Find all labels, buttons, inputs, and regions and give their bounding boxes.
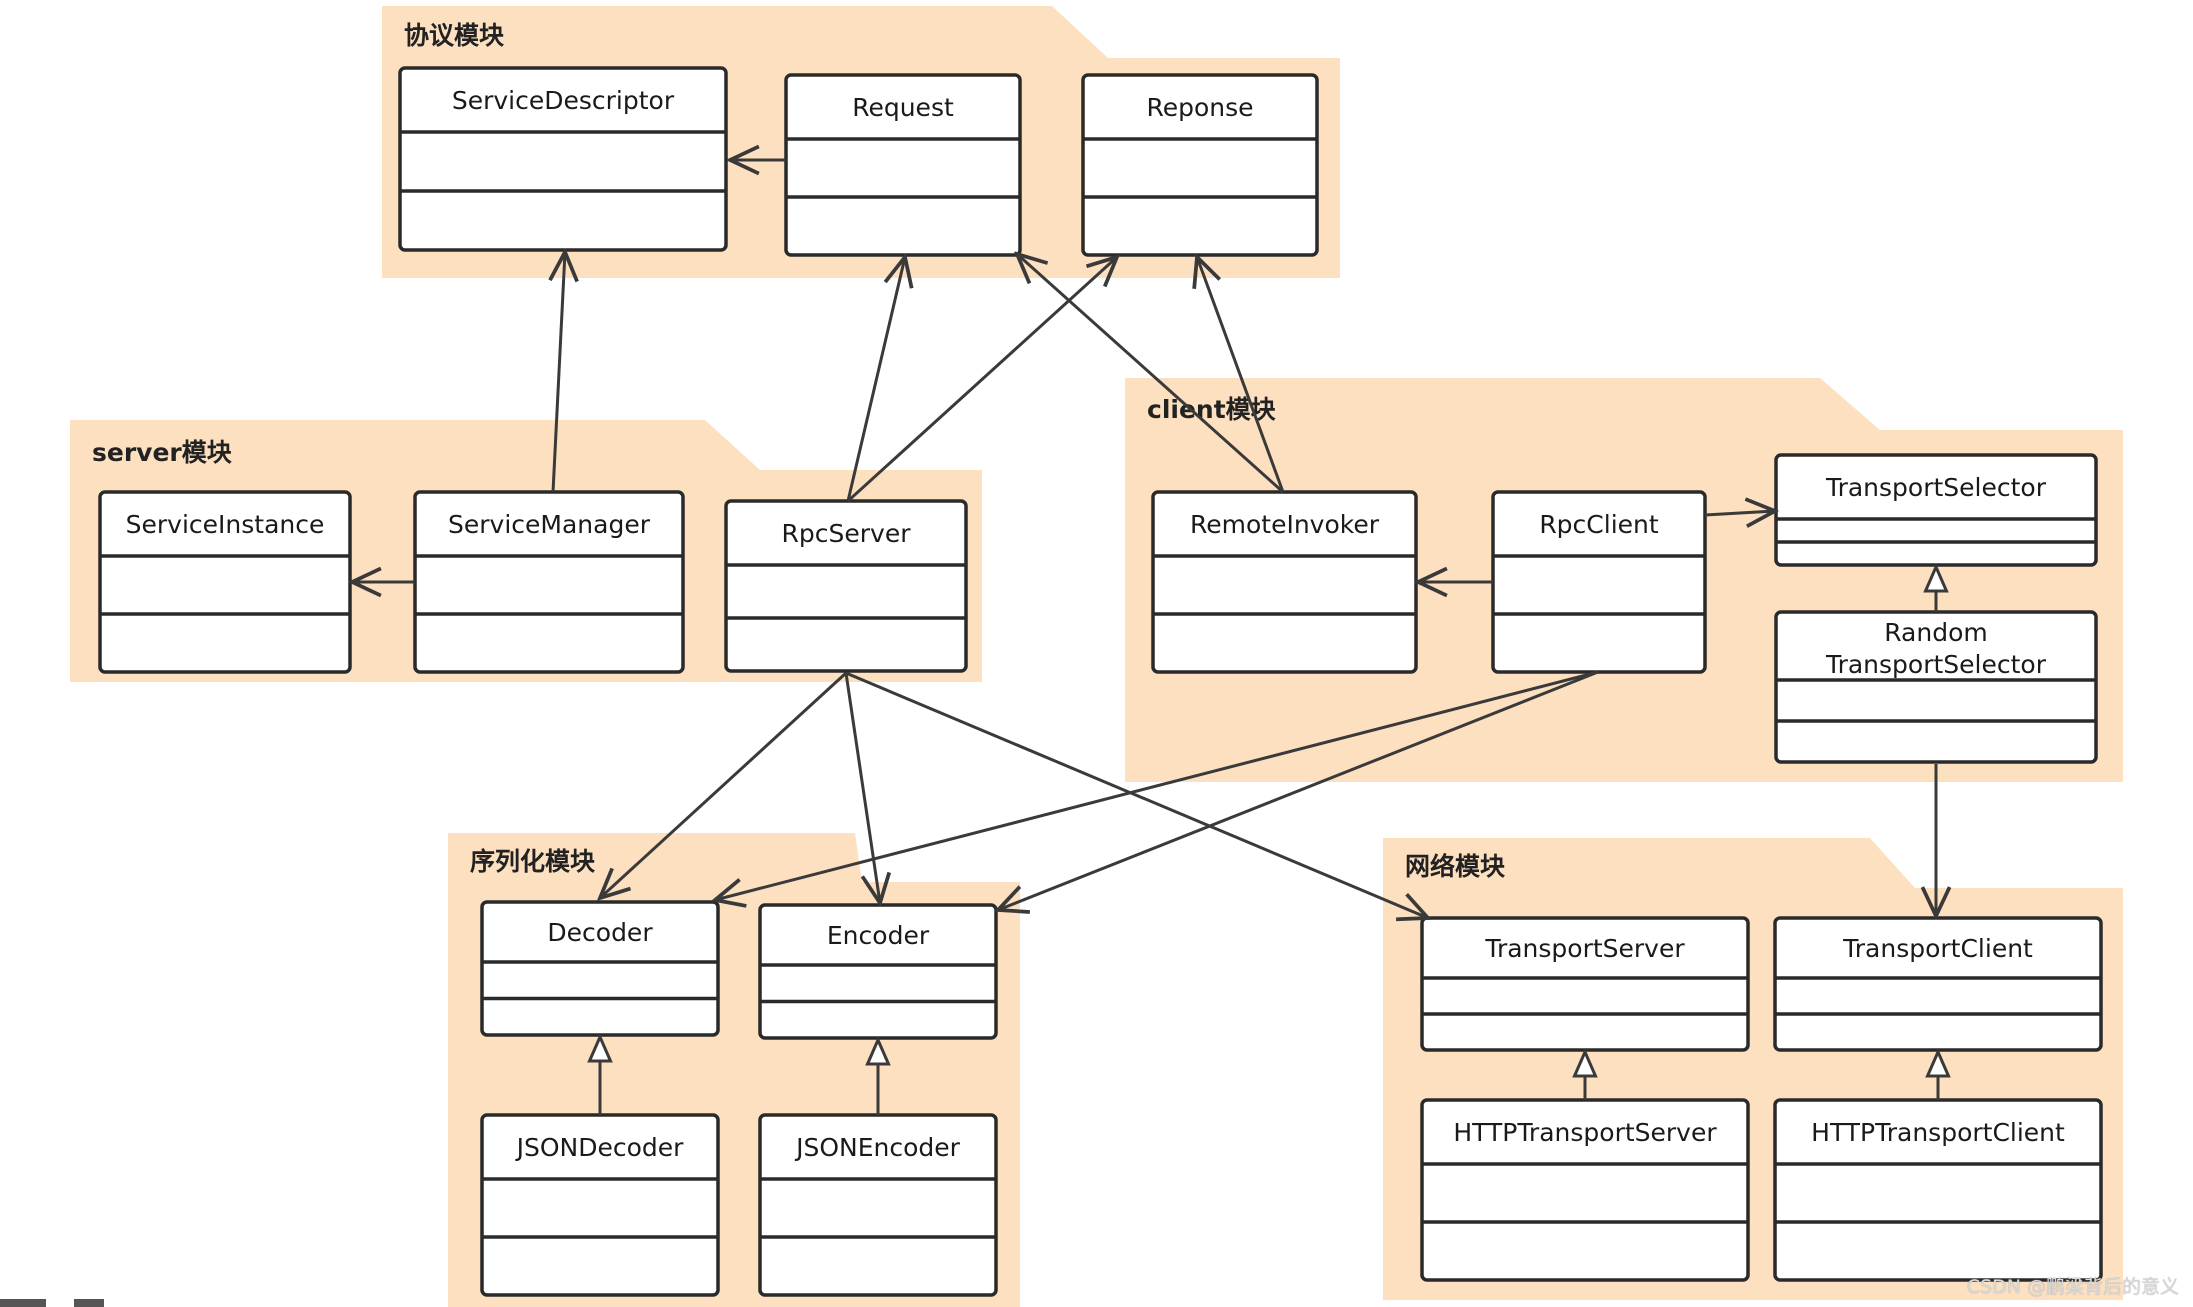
association-rpc-client-to-encoder <box>998 670 1599 910</box>
association-rpc-client-to-transport-selector <box>1704 511 1775 515</box>
class-service-manager: ServiceManager <box>413 490 685 674</box>
package-label-transport: 网络模块 <box>1405 852 1505 881</box>
class-name: HTTPTransportClient <box>1811 1118 2065 1147</box>
association-service-manager-to-service-descriptor <box>553 252 565 493</box>
class-name: RpcClient <box>1539 510 1659 539</box>
package-label-codec: 序列化模块 <box>470 847 595 876</box>
class-name: JSONDecoder <box>515 1133 685 1162</box>
package-label-server: server模块 <box>92 438 232 467</box>
class-name: Reponse <box>1146 93 1253 122</box>
class-remote-invoker: RemoteInvoker <box>1151 490 1418 674</box>
association-rpc-server-to-request <box>846 257 905 502</box>
class-name: ServiceDescriptor <box>452 86 675 115</box>
class-reponse: Reponse <box>1081 73 1319 257</box>
class-json-decoder: JSONDecoder <box>480 1113 720 1297</box>
class-http-transport-server: HTTPTransportServer <box>1420 1098 1750 1282</box>
class-http-transport-client: HTTPTransportClient <box>1773 1098 2103 1282</box>
class-name: TransportServer <box>1484 934 1685 963</box>
watermark: CSDN @鹏梁背后的意义 <box>1966 1276 2179 1298</box>
class-transport-selector: TransportSelector <box>1774 453 2098 567</box>
association-rpc-server-to-decoder <box>600 671 848 898</box>
class-service-instance: ServiceInstance <box>98 490 352 674</box>
toolbar-edge-mark <box>74 1299 104 1307</box>
class-service-descriptor: ServiceDescriptor <box>398 66 728 252</box>
class-name: TransportSelector <box>1825 650 2047 679</box>
class-name: Decoder <box>547 918 653 947</box>
class-encoder: Encoder <box>758 903 998 1040</box>
toolbar-edge-mark <box>0 1299 46 1307</box>
association-rpc-client-to-decoder <box>715 670 1599 900</box>
class-name: Random <box>1884 618 1988 647</box>
class-decoder: Decoder <box>480 900 720 1037</box>
class-name: ServiceManager <box>448 510 651 539</box>
class-rpc-client: RpcClient <box>1491 490 1707 674</box>
association-remote-invoker-to-request <box>1017 254 1285 494</box>
class-name: Request <box>852 93 954 122</box>
class-name: TransportSelector <box>1825 473 2047 502</box>
class-name: ServiceInstance <box>126 510 325 539</box>
class-box <box>724 499 968 673</box>
class-transport-client: TransportClient <box>1773 916 2103 1052</box>
association-remote-invoker-to-reponse <box>1197 257 1285 493</box>
class-rpc-server: RpcServer <box>724 499 968 673</box>
class-name: RemoteInvoker <box>1190 510 1380 539</box>
class-name: Encoder <box>827 921 930 950</box>
association-rpc-server-to-transport-server <box>845 671 1428 918</box>
class-box <box>1774 453 2098 567</box>
package-label-protocol: 协议模块 <box>404 21 504 50</box>
class-transport-server: TransportServer <box>1420 916 1750 1052</box>
class-name: RpcServer <box>782 519 912 548</box>
association-rpc-server-to-reponse <box>846 257 1117 503</box>
class-json-encoder: JSONEncoder <box>758 1113 998 1297</box>
association-rpc-server-to-encoder <box>844 672 880 903</box>
class-name: HTTPTransportServer <box>1453 1118 1717 1147</box>
class-name: JSONEncoder <box>794 1133 961 1162</box>
class-request: Request <box>784 73 1022 257</box>
class-name: TransportClient <box>1842 934 2033 963</box>
